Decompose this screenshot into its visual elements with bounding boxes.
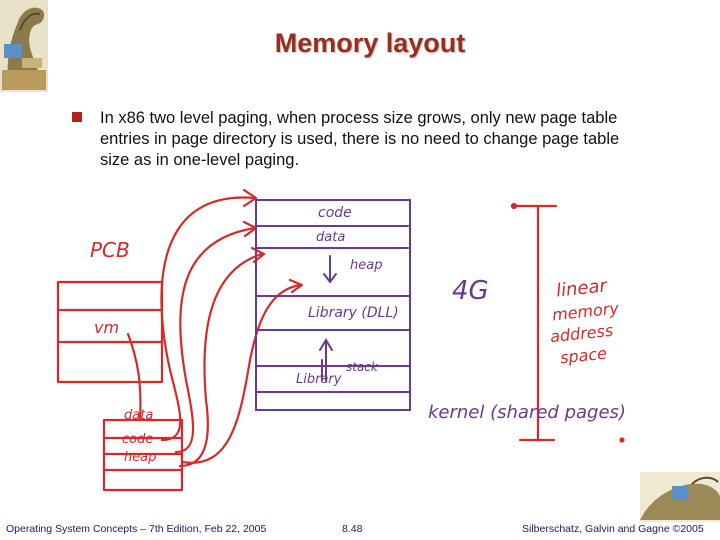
- bullet-marker-icon: [72, 112, 82, 122]
- data-arrow: [174, 226, 257, 454]
- segment-library2-label: Library: [296, 372, 342, 387]
- pcb-data-label: data: [124, 408, 154, 423]
- segment-library-label: Library (DLL): [308, 305, 399, 321]
- pcb-code-label: code: [122, 432, 154, 447]
- vm-label: vm: [94, 318, 120, 337]
- footer-right: Silberschatz, Galvin and Gagne ©2005: [522, 523, 704, 535]
- heap-arrow: [178, 252, 264, 468]
- segment-data-label: data: [316, 230, 346, 245]
- segment-heap-label: heap: [350, 258, 383, 273]
- pcb-label: PCB: [90, 238, 130, 262]
- segment-code-label: code: [318, 205, 352, 221]
- pcb-box: [56, 280, 164, 384]
- address-space-box: [255, 199, 411, 411]
- kernel-label: kernel (shared pages): [428, 402, 626, 423]
- segment-stack-label: stack: [346, 360, 378, 374]
- vm-arrow: [126, 332, 142, 422]
- four-gb-label: 4G: [452, 276, 489, 306]
- code-arrow: [160, 196, 257, 442]
- footer-center: 8.48: [342, 523, 363, 535]
- pcb-heap-label: heap: [124, 450, 157, 465]
- library-arrow: [180, 283, 302, 464]
- bullet-text: In x86 two level paging, when process si…: [100, 109, 620, 169]
- dinosaur-corner-icon: [640, 472, 720, 522]
- slide-title: Memory layout: [274, 28, 466, 58]
- footer-left: Operating System Concepts – 7th Edition,…: [6, 523, 267, 535]
